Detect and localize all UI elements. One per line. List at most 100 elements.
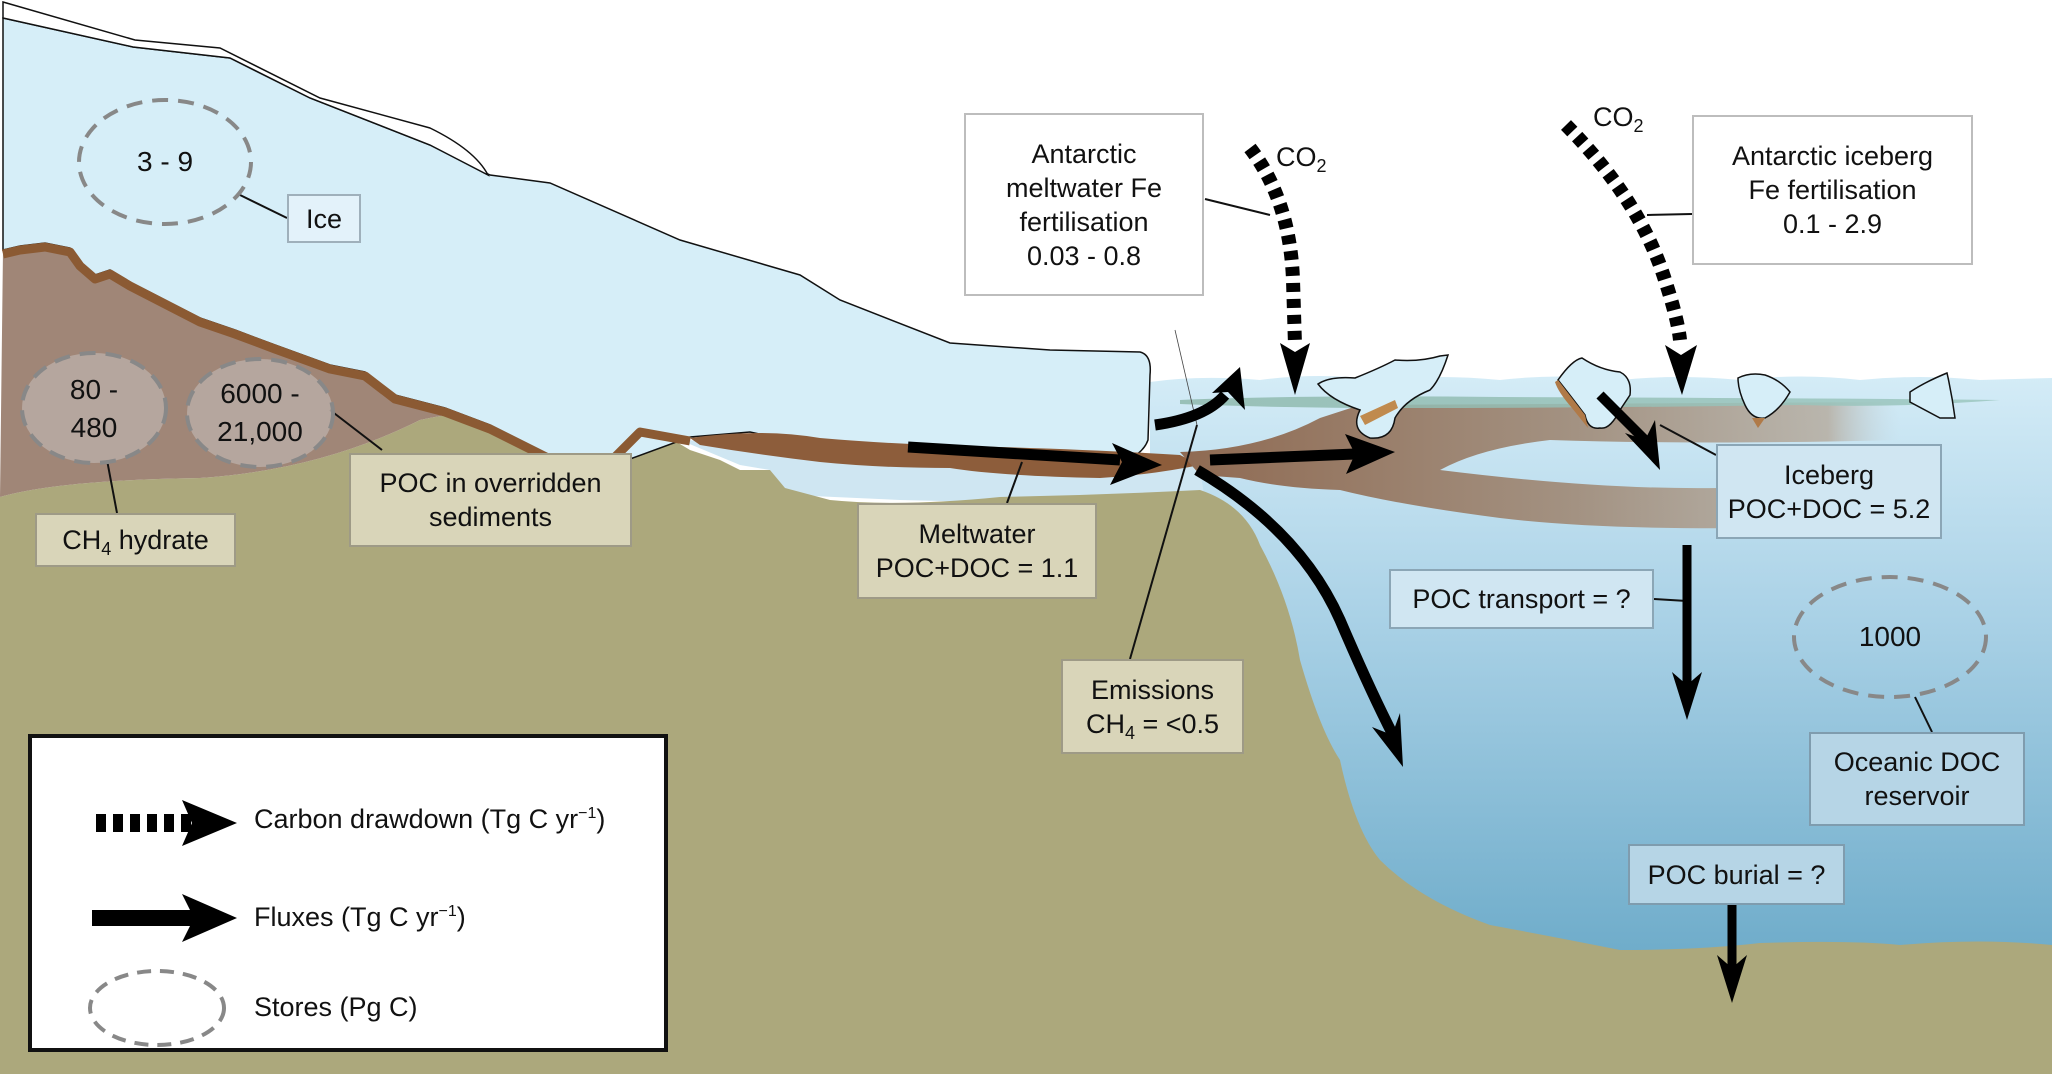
connector-poc-transport [1653,598,1688,602]
arrow-upwelling [1154,391,1230,431]
legend-fluxes-close: ) [456,902,466,932]
iceberg-4 [1909,371,1956,419]
emis-sub: 4 [1124,722,1135,743]
label-oceanic-doc: Oceanic DOC reservoir [1809,732,2025,826]
store-poc-value: 6000 - 21,000 [187,359,333,467]
legend-stores-main: Stores (Pg C) [254,992,418,1022]
store-ice-value-text: 3 - 9 [136,146,194,177]
store-doc-value: 1000 [1794,577,1986,697]
legend-text-stores: Stores (Pg C) [254,992,418,1023]
arrowhead-drawdown-iceberg [1665,345,1697,395]
label-poc-sediments-line1: POC in overridden [379,468,602,498]
store-doc-value-text: 1000 [1858,621,1922,652]
label-emissions: Emissions CH4 = <0.5 [1061,659,1244,754]
arrow-iceberg-flux [1596,391,1649,444]
store-ellipse-ice [77,98,253,226]
legend-fluxes-sup: −1 [438,903,457,920]
ch4-pre: CH [62,525,102,555]
arrowhead-poc-transport [1672,672,1702,720]
label-iceberg-fe: Antarctic iceberg Fe fertilisation 0.1 -… [1692,115,1973,265]
legend: Carbon drawdown (Tg C yr−1) Fluxes (Tg C… [28,734,668,1052]
label-poc-burial-text: POC burial = ? [1647,859,1826,890]
co2-meltwater-sub: 2 [1316,156,1327,176]
connector-oceanic-doc [1914,696,1933,733]
label-meltwater-line1: Meltwater [918,519,1036,549]
ch4-sub: 4 [101,539,112,559]
label-meltwater-fe-line2: meltwater Fe [1005,172,1163,203]
label-iceberg-line1: Iceberg [1783,459,1875,490]
co2-label-meltwater: CO2 [1276,142,1327,176]
legend-item-drawdown: Carbon drawdown (Tg C yr−1) [32,790,664,850]
connector-poc-sediments [329,409,383,451]
snow-cap [2,1,490,177]
label-poc-sediments: POC in overridden sediments [349,453,632,547]
legend-item-fluxes: Fluxes (Tg C yr−1) [32,888,664,948]
arrowhead-iceberg [1625,420,1660,470]
arrow-drawdown-meltwater [1244,143,1302,346]
solid-arrow-icon [92,894,237,942]
legend-drawdown-sup: −1 [578,805,597,822]
arrow-offshore [1209,448,1356,466]
label-meltwater-flux: Meltwater POC+DOC = 1.1 [857,503,1097,599]
label-meltwater-fe-line3: fertilisation [1019,206,1149,237]
legend-drawdown-main: Carbon drawdown (Tg C yr [254,804,579,834]
connector-emissions [1129,424,1198,660]
store-ellipse-doc [1792,575,1988,699]
flux-arrows [907,367,1747,1003]
label-iceberg-fe-line1: Antarctic iceberg [1731,141,1934,171]
legend-fluxes-main: Fluxes (Tg C yr [254,902,439,932]
emis-pre: CH [1085,708,1125,739]
drawdown-arrows [1244,120,1697,395]
arrow-meltwater-flux [907,441,1121,466]
connector-iceberg-fe [1646,213,1693,216]
connector-ch4 [106,459,118,514]
arrowhead-poc-burial [1717,955,1747,1003]
arrowhead-offshore [1345,434,1395,474]
store-ch4-value-line2: 480 [70,411,118,443]
label-ice: Ice [287,194,361,243]
iceberg-1 [1316,354,1450,439]
emis-post: = <0.5 [1134,708,1220,739]
store-ch4-value-line1: 80 - [69,373,119,405]
label-iceberg-flux: Iceberg POC+DOC = 5.2 [1716,444,1942,539]
sediment-rim [1,242,691,477]
store-ellipse-ch4 [20,351,168,465]
iceberg-3 [1737,373,1791,428]
label-iceberg-fe-line3: 0.1 - 2.9 [1782,209,1883,239]
connector-lines [106,193,1933,733]
store-outlines [20,98,1988,699]
store-ch4-value: 80 - 480 [22,354,166,463]
label-poc-burial: POC burial = ? [1628,844,1845,905]
connector-meltwater [1006,461,1023,504]
store-poc-value-line1: 6000 - [220,378,300,409]
dashed-ellipse-icon [88,969,226,1047]
legend-item-stores: Stores (Pg C) [32,966,664,1056]
legend-text-drawdown: Carbon drawdown (Tg C yr−1) [254,804,605,835]
label-emissions-line1: Emissions [1090,674,1215,705]
label-meltwater-fe-line1: Antarctic [1031,138,1137,169]
label-oceanic-doc-line2: reservoir [1864,781,1970,811]
connector-meltwater-fe [1204,198,1271,216]
arrow-downslope [1194,465,1398,738]
arrowhead-upwelling [1212,367,1245,410]
arrowhead-meltwater [1110,443,1162,485]
label-meltwater-line2: POC+DOC = 1.1 [875,553,1079,583]
label-ch4-hydrate-text: CH4 hydrate [62,523,209,559]
label-meltwater-fe: Antarctic meltwater Fe fertilisation 0.0… [964,113,1204,296]
ch4-post: hydrate [111,525,209,555]
co2-meltwater-text: CO [1276,142,1317,172]
label-poc-sediments-line2: sediments [428,502,553,532]
co2-label-iceberg: CO2 [1593,102,1644,136]
co2-iceberg-sub: 2 [1633,116,1644,136]
label-ice-text: Ice [305,203,343,234]
connector-ice [237,193,288,219]
label-iceberg-line2: POC+DOC = 5.2 [1727,493,1931,524]
legend-drawdown-close: ) [596,804,606,834]
meltwater-plume [690,433,1200,478]
label-iceberg-fe-line2: Fe fertilisation [1748,175,1917,205]
store-ellipse-poc [185,357,335,469]
connector-emissions-faint [1174,329,1198,426]
store-poc-value-line2: 21,000 [217,416,303,447]
arrowhead-drawdown-meltwater [1280,343,1310,395]
legend-text-fluxes: Fluxes (Tg C yr−1) [254,902,466,933]
